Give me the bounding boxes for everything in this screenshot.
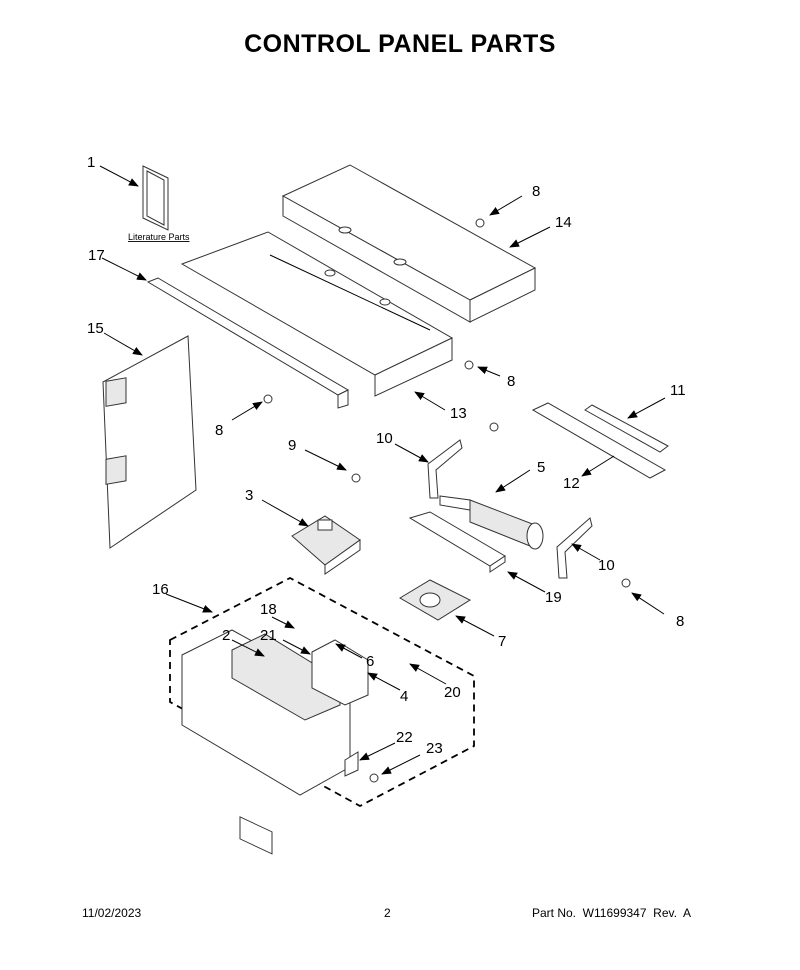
screw-icons	[263, 218, 631, 783]
footer-page-number: 2	[384, 906, 391, 920]
callout-3: 3	[245, 487, 253, 504]
part-15-board	[102, 335, 197, 549]
callout-14: 14	[555, 214, 572, 231]
callout-16: 16	[152, 581, 169, 598]
footer-part-number: Part No. W11699347 Rev. A	[532, 906, 691, 920]
callout-15: 15	[87, 320, 104, 337]
callout-20: 20	[444, 684, 461, 701]
part-7-transformer	[399, 579, 472, 621]
part-5-blower	[439, 495, 544, 550]
part-16-control-assembly	[169, 576, 475, 855]
leader-lines	[99, 165, 666, 775]
callout-10a: 10	[376, 430, 393, 447]
callout-2: 2	[222, 627, 230, 644]
part-14-top-panel	[281, 164, 537, 323]
callout-13: 13	[450, 405, 467, 422]
callout-18: 18	[260, 601, 277, 618]
part-13-tray	[180, 231, 454, 397]
callout-21: 21	[260, 627, 277, 644]
literature-label: Literature Parts	[128, 232, 190, 242]
callout-10b: 10	[598, 557, 615, 574]
part-10-bracket-right	[556, 517, 593, 579]
callout-17: 17	[88, 247, 105, 264]
callout-1: 1	[87, 154, 95, 171]
callout-22: 22	[396, 729, 413, 746]
footer-date: 11/02/2023	[82, 906, 142, 920]
part-11-12-brackets	[531, 402, 669, 479]
callout-numbers: 1 8 14 17 15 8 11 8 13 10 9 5 12 3 10 19…	[87, 154, 686, 757]
callout-23: 23	[426, 740, 443, 757]
part-17-rail	[146, 277, 350, 409]
callout-19: 19	[545, 589, 562, 606]
part-3-control-board	[291, 515, 361, 575]
callout-11: 11	[670, 382, 686, 399]
part-1-literature: Literature Parts	[128, 165, 190, 242]
callout-8b: 8	[507, 373, 515, 390]
page-title: CONTROL PANEL PARTS	[244, 30, 556, 58]
callout-5: 5	[537, 459, 545, 476]
callout-4: 4	[400, 688, 408, 705]
callout-12: 12	[563, 475, 580, 492]
callout-9: 9	[288, 437, 296, 454]
part-10-bracket-left	[427, 439, 463, 499]
callout-6: 6	[366, 653, 374, 670]
part-19-deflector	[408, 511, 506, 573]
callout-7: 7	[498, 633, 506, 650]
callout-8c: 8	[215, 422, 223, 439]
callout-8d: 8	[676, 613, 684, 630]
callout-8a: 8	[532, 183, 540, 200]
